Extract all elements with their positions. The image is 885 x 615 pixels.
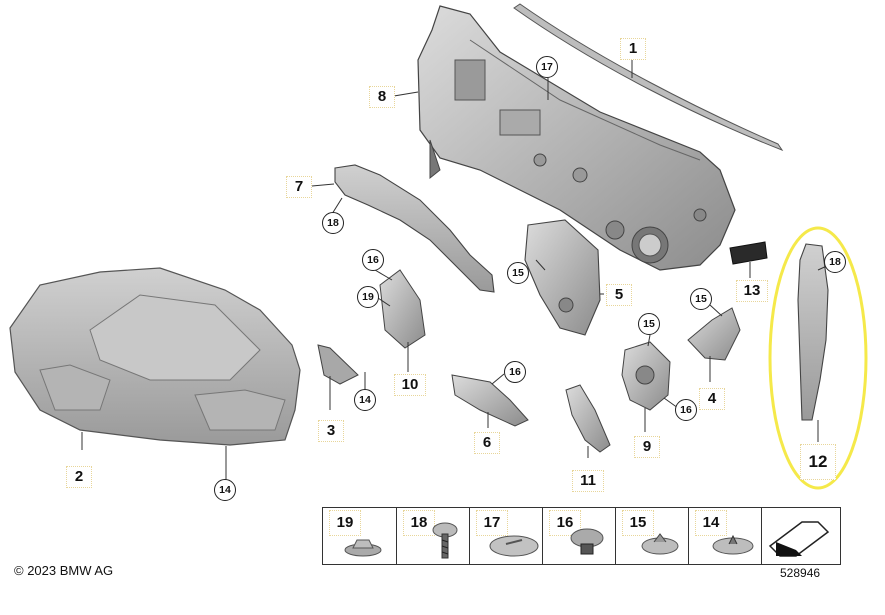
ref-15-c: 15	[638, 313, 660, 335]
callout-10: 10	[394, 374, 426, 396]
callout-8: 8	[369, 86, 395, 108]
part-13-pad	[729, 241, 768, 265]
callout-11: 11	[572, 470, 604, 492]
rivet-icon	[489, 535, 539, 557]
callout-13: 13	[736, 280, 768, 302]
callout-9: 9	[634, 436, 660, 458]
fastener-number: 16	[549, 510, 581, 536]
fastener-cell-17: 17	[469, 508, 542, 564]
fastener-cell-15: 15	[615, 508, 688, 564]
part-6-insulator	[451, 374, 529, 427]
ref-15-b: 15	[690, 288, 712, 310]
clip-icon	[570, 528, 604, 555]
callout-2: 2	[66, 466, 92, 488]
nut-icon	[344, 539, 382, 557]
ref-17: 17	[536, 56, 558, 78]
part-8-bulkhead	[417, 5, 736, 271]
fastener-cell-14: 14	[688, 508, 761, 564]
fastener-number: 18	[403, 510, 435, 536]
ref-19: 19	[357, 286, 379, 308]
fastener-number: 14	[695, 510, 727, 536]
ref-16-c: 16	[675, 399, 697, 421]
push-nut-icon	[712, 534, 754, 555]
part-1-seal-strip	[513, 3, 784, 152]
copyright-notice: © 2023 BMW AG	[14, 563, 114, 578]
part-2-underbody-shield	[9, 267, 301, 446]
ref-16-a: 16	[362, 249, 384, 271]
fastener-number: 19	[329, 510, 361, 536]
highlight-ring	[768, 226, 868, 490]
callout-5: 5	[606, 284, 632, 306]
document-number: 528946	[780, 566, 821, 580]
callout-7: 7	[286, 176, 312, 198]
fasteners-table: 19 18 17 16 15 14	[322, 507, 841, 565]
fastener-number: 15	[622, 510, 654, 536]
fastener-cell-18: 18	[396, 508, 469, 564]
ref-14-a: 14	[354, 389, 376, 411]
fastener-cell-16: 16	[542, 508, 615, 564]
part-3-gusset	[317, 344, 359, 385]
ref-16-b: 16	[504, 361, 526, 383]
callout-6: 6	[474, 432, 500, 454]
speed-nut-icon	[641, 533, 679, 555]
ref-18-a: 18	[322, 212, 344, 234]
part-12-panel	[797, 243, 829, 421]
fastener-cell-19: 19	[323, 508, 396, 564]
screw-icon	[432, 522, 458, 559]
part-5-insulation	[524, 219, 601, 336]
part-10-bracket	[379, 269, 426, 349]
navigation-arrow-cell[interactable]	[761, 508, 840, 564]
callout-1: 1	[620, 38, 646, 60]
part-11-spacer	[565, 384, 611, 453]
part-7-side-panel	[334, 164, 495, 293]
ref-14-b: 14	[214, 479, 236, 501]
leader-lines	[81, 60, 830, 480]
callout-4: 4	[699, 388, 725, 410]
ref-18-b: 18	[824, 251, 846, 273]
callout-3: 3	[318, 420, 344, 442]
arrow-icon	[768, 521, 830, 557]
fastener-number: 17	[476, 510, 508, 536]
ref-15-a: 15	[507, 262, 529, 284]
callout-12: 12	[800, 444, 836, 480]
part-4-bracket	[687, 307, 741, 361]
